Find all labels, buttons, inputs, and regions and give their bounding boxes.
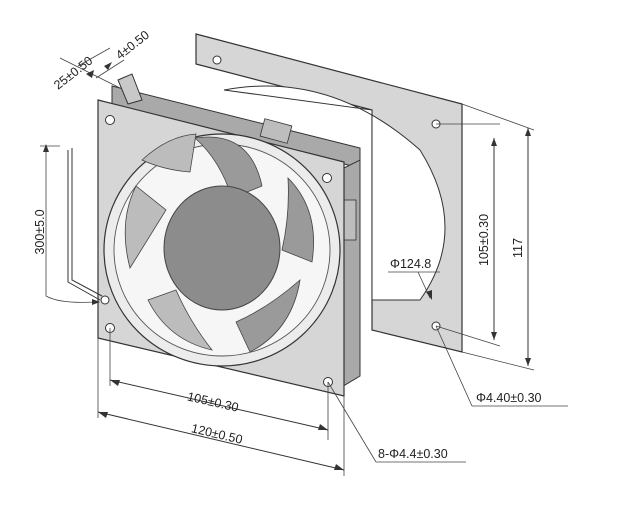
dim-mount-holes-label: 8-Φ4.4±0.30 (378, 447, 448, 461)
mount-hole-top-left (105, 115, 115, 125)
lead-wires (40, 145, 103, 301)
mount-hole-top-right (322, 173, 332, 183)
dim-opening-diameter-label: Φ124.8 (390, 257, 431, 271)
dim-inner-width-label: 105±0.30 (186, 389, 240, 414)
dim-cable-length-label: 300±5.0 (33, 209, 47, 254)
dim-flange-label: 4±0.50 (113, 28, 152, 63)
fan-body-side (111, 73, 361, 389)
dim-gasket-hole-label: Φ4.40±0.30 (476, 391, 542, 405)
dimension-lines (43, 47, 568, 476)
gasket-hole-top-left (212, 55, 222, 65)
dim-inner-height-label: 105±0.30 (477, 214, 491, 266)
dim-outer-width-label: 120±0.50 (190, 421, 244, 447)
fan-blades (124, 133, 314, 353)
fan-hub (163, 185, 281, 311)
dim-outer-height-label: 117 (511, 238, 525, 258)
